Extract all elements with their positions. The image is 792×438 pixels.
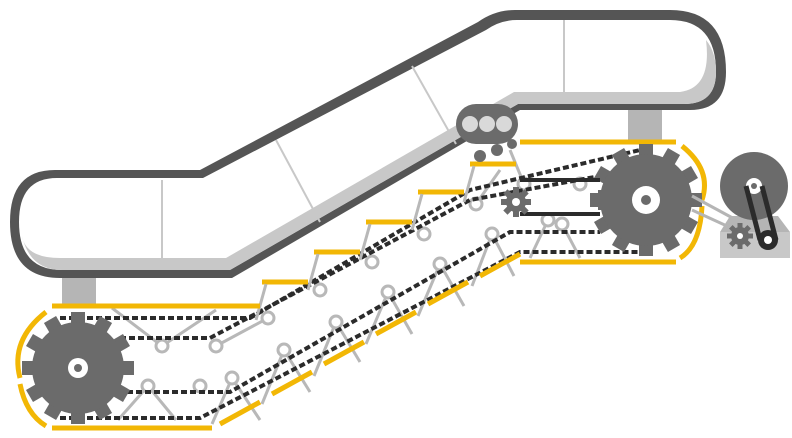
truss-node bbox=[380, 284, 396, 300]
truss-diagonal bbox=[215, 316, 269, 348]
drive-sprocket-icon bbox=[590, 144, 702, 256]
truss-node bbox=[312, 282, 328, 298]
truss-diagonal bbox=[111, 306, 163, 348]
divider-line bbox=[275, 139, 321, 223]
truss-node bbox=[276, 342, 292, 358]
return-step-edge bbox=[270, 369, 314, 397]
return-step-edge bbox=[322, 339, 366, 367]
balustrade-inner-band bbox=[22, 40, 716, 270]
return-step-edge bbox=[374, 309, 418, 337]
chain-run bbox=[60, 250, 640, 420]
truss-diagonal bbox=[210, 377, 234, 425]
upper-curve-plate bbox=[678, 205, 705, 261]
truss-node bbox=[208, 338, 224, 354]
truss-node bbox=[432, 256, 448, 272]
truss-node bbox=[364, 254, 380, 270]
truss-diagonal bbox=[230, 377, 262, 421]
truss-frame bbox=[111, 149, 588, 425]
balustrade bbox=[10, 10, 726, 278]
drive-housing bbox=[598, 190, 620, 210]
motor-belt-drive bbox=[743, 185, 779, 241]
balustrade-panel bbox=[19, 20, 716, 270]
upper-support-post bbox=[628, 110, 662, 142]
truss-node bbox=[224, 370, 240, 386]
truss-diagonal bbox=[116, 385, 150, 421]
step-riser bbox=[254, 283, 268, 321]
upper-curve-plate bbox=[680, 144, 707, 201]
glass-dividers bbox=[161, 20, 565, 264]
truss-diagonal bbox=[364, 291, 390, 345]
gear-icon bbox=[501, 187, 531, 217]
divider-line bbox=[411, 65, 457, 145]
truss-diagonal bbox=[161, 308, 217, 348]
truss-node bbox=[554, 216, 570, 232]
truss-node bbox=[260, 310, 276, 326]
tension-roller-icon bbox=[456, 104, 518, 162]
step-riser bbox=[358, 223, 372, 261]
step-riser bbox=[410, 193, 424, 231]
lower-curve-plate bbox=[17, 383, 48, 429]
return-sprocket-icon bbox=[22, 312, 134, 424]
motor-cable bbox=[691, 194, 741, 224]
lower-curve-plate bbox=[15, 310, 48, 379]
truss-node bbox=[328, 314, 344, 330]
truss-diagonal bbox=[260, 349, 286, 405]
truss-diagonal bbox=[470, 233, 494, 287]
truss-diagonal bbox=[416, 263, 442, 317]
comb-plates bbox=[15, 139, 707, 431]
truss-diagonal bbox=[438, 263, 466, 307]
chain-run bbox=[100, 230, 600, 394]
step-riser bbox=[462, 165, 476, 203]
step-riser bbox=[306, 253, 320, 291]
return-step-edge bbox=[218, 399, 262, 427]
return-step-edge bbox=[478, 251, 522, 279]
motor-gear-icon bbox=[727, 223, 753, 249]
motor-belt bbox=[520, 178, 600, 216]
return-step-edge bbox=[426, 279, 470, 307]
truss-node bbox=[416, 226, 432, 242]
lower-support-post bbox=[62, 278, 96, 306]
motor-icon bbox=[691, 152, 790, 258]
truss-diagonal bbox=[312, 321, 338, 377]
truss-node bbox=[154, 338, 170, 354]
chain-run bbox=[120, 174, 601, 340]
steps bbox=[254, 161, 516, 321]
